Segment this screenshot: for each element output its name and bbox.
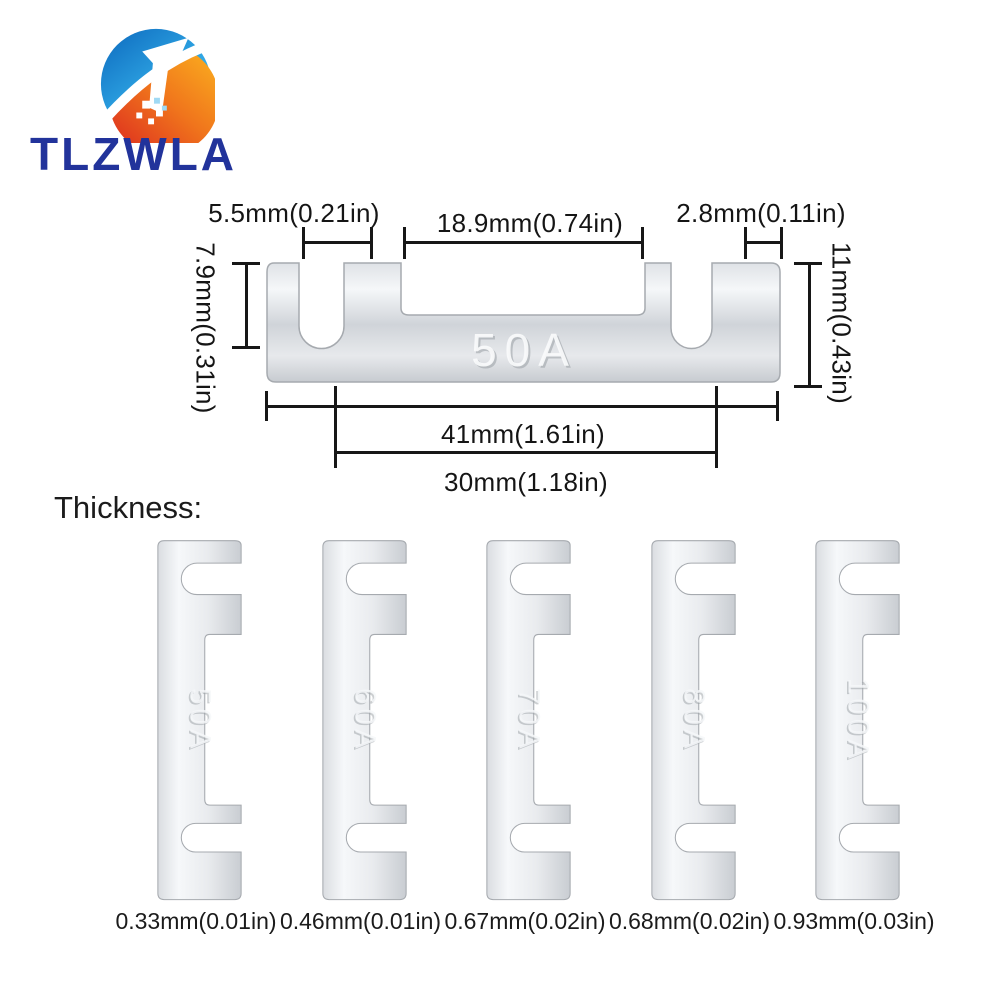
dim-tick [794,262,822,265]
dim-tick [780,227,783,259]
thickness-heading: Thickness: [54,490,203,525]
thickness-value: 0.93mm(0.03in) [773,908,935,934]
amp-stamp: 50A [471,324,577,376]
dim-tick [265,391,268,421]
amp-stamp-shadow: 70A [511,689,544,754]
dim-top-left-label: 5.5mm(0.21in) [208,198,380,228]
dim-line [334,451,718,454]
amp-stamp: 100A [841,678,874,763]
dim-tick [794,385,822,388]
fuse-strip-photo: 80A 80A [650,540,736,901]
dim-top-middle-label: 18.9mm(0.74in) [436,208,624,238]
dim-line [266,405,778,408]
amp-stamp: 80A [677,688,710,753]
amp-stamp: 60A [348,688,381,753]
fuse-strip-main-photo: 50A 50A [266,262,781,383]
brand-name: TLZWLA [30,128,238,180]
amp-stamp-shadow: 50A [182,689,215,754]
dim-left-label: 7.9mm(0.31in) [190,242,221,414]
dim-tick [302,227,305,259]
fuse-strip-photo: 100A 100A [815,540,900,901]
thickness-value: 0.46mm(0.01in) [279,908,442,934]
dim-extension-line [334,386,337,468]
dim-top-right-label: 2.8mm(0.11in) [676,198,846,228]
dim-tick [776,391,779,421]
amp-stamp-shadow: 100A [840,679,873,764]
fuse-strip-photo: 70A 70A [486,540,571,901]
thickness-value: 0.68mm(0.02in) [608,908,771,934]
dim-tick [232,346,260,349]
dim-line [245,263,248,349]
dim-tick [744,227,747,259]
dim-bottom-inner-label: 30mm(1.18in) [444,467,608,497]
amp-stamp-shadow: 50A [473,326,579,378]
dim-extension-line [715,386,718,468]
amp-stamp: 50A [183,688,216,753]
amp-stamp: 70A [512,688,545,753]
dim-tick [641,227,644,259]
dim-line [808,263,811,388]
thickness-value: 0.67mm(0.02in) [444,908,606,934]
brand-logo-icon [98,28,215,143]
dim-line [745,241,782,244]
dim-tick [403,227,406,259]
dim-line [404,241,643,244]
fuse-strip-photo: 50A 50A [157,540,242,901]
amp-stamp-shadow: 60A [346,689,379,754]
thickness-value: 0.33mm(0.01in) [115,908,277,934]
dim-right-label: 11mm(0.43in) [826,241,857,405]
dim-tick [232,262,260,265]
fuse-strip-photo: 60A 60A [321,540,407,901]
amp-stamp-shadow: 80A [675,689,708,754]
dim-bottom-outer-label: 41mm(1.61in) [441,419,605,449]
dim-line [303,241,372,244]
dim-tick [370,227,373,259]
